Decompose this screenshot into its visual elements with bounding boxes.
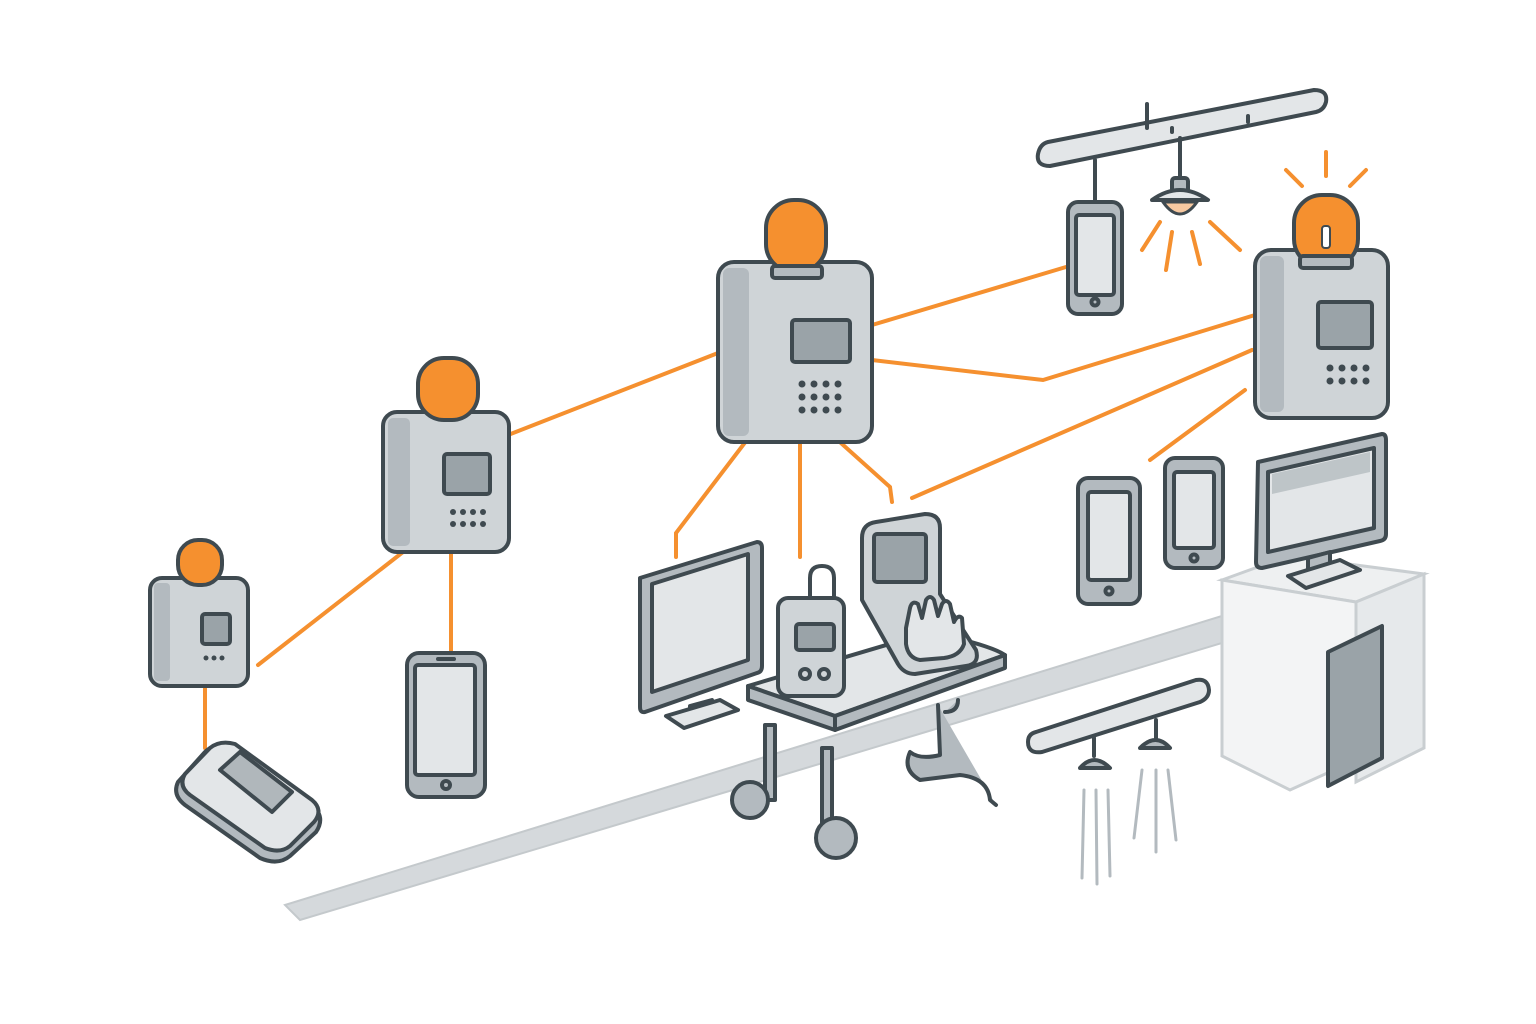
connection-links [203,265,1257,750]
link-alarm-small-alarm-medium [256,543,414,667]
nurse-station-kiosk[interactable] [1216,432,1430,792]
infusion-pump[interactable] [776,564,846,698]
handheld-pager[interactable] [174,740,323,864]
alarm-controller-right-active[interactable] [1253,150,1390,420]
link-alarm-center-tablet [830,433,894,504]
ceiling-rail [1035,88,1329,168]
link-alarm-center-alarm-right [870,313,1257,383]
tablet-terminal[interactable] [860,512,979,676]
ceiling-lamp[interactable] [1140,136,1242,272]
link-alarm-center-phone-hanging [870,265,1068,327]
alarm-flash-icon [1284,150,1368,188]
smartphone-right-2[interactable] [1163,456,1225,570]
alarm-controller-medium[interactable] [381,356,511,554]
desktop-monitor-right[interactable] [1254,432,1388,590]
desktop-monitor-left[interactable] [638,540,764,730]
medical-cart[interactable] [730,512,1007,860]
link-alarm-center-monitor [674,430,755,559]
link-alarm-medium-alarm-center [506,351,720,437]
link-alarm-right-phone [1148,388,1247,462]
alarm-controller-small[interactable] [148,538,250,688]
smartphone-right-1[interactable] [1076,476,1142,606]
link-alarm-right-tablet [910,348,1254,500]
water-spray-icon [1080,768,1178,886]
alarm-controller-center[interactable] [716,198,874,444]
smartphone-left[interactable] [405,651,487,799]
overhead-sprinklers[interactable] [1026,677,1211,886]
smartphone-hanging[interactable] [1066,158,1124,316]
light-rays-icon [1140,220,1242,272]
